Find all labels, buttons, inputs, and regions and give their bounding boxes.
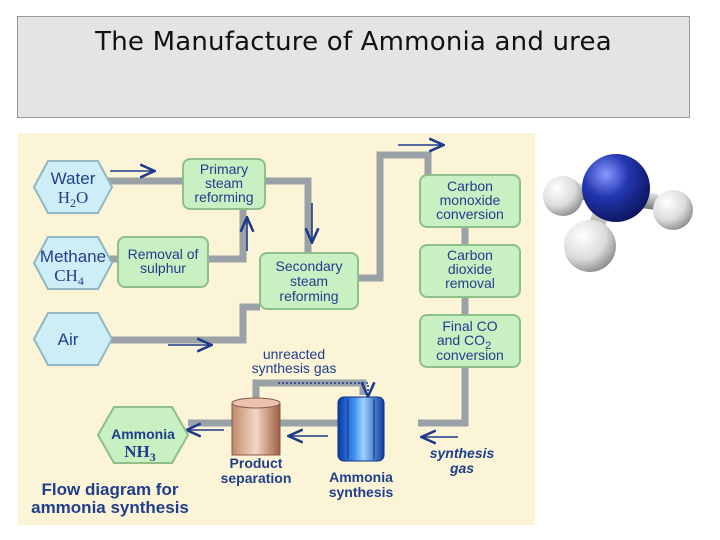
box-primary-reforming: Primary steam reforming: [182, 158, 266, 210]
svg-text:reforming: reforming: [279, 288, 338, 304]
pipe-primary-secondary: [265, 177, 312, 253]
svg-text:Final CO: Final CO: [442, 318, 497, 334]
ammonia-label: Ammonia: [111, 426, 175, 442]
svg-text:monoxide: monoxide: [440, 192, 501, 208]
title-box: The Manufacture of Ammonia and urea: [17, 16, 690, 118]
svg-text:reforming: reforming: [194, 189, 253, 205]
box-co2-removal: Carbon dioxide removal: [419, 244, 521, 298]
svg-text:Carbon: Carbon: [447, 178, 493, 194]
flow-diagram: Water H2O Methane CH4 Air Primary steam …: [18, 133, 535, 525]
pipe-air-secondary: [98, 303, 260, 344]
caption-line-1: Flow diagram for: [42, 480, 179, 499]
synthesis-label-2: synthesis: [329, 484, 394, 500]
hex-methane: Methane CH4: [32, 236, 114, 290]
caption-line-2: ammonia synthesis: [31, 498, 189, 517]
box-final-conversion: Final CO and CO2 conversion: [419, 314, 521, 368]
pipe-final-down: [418, 365, 469, 427]
arrow-recycle: [278, 382, 368, 395]
ammonia-formula: NH3: [124, 442, 156, 464]
svg-text:conversion: conversion: [436, 347, 504, 363]
svg-text:removal: removal: [445, 275, 495, 291]
separation-label-2: separation: [221, 470, 292, 486]
box-co-conversion: Carbon monoxide conversion: [419, 174, 521, 228]
pipe-sulphur-primary: [208, 205, 247, 263]
svg-text:steam: steam: [205, 175, 243, 191]
methane-formula: CH4: [54, 266, 84, 288]
air-label: Air: [58, 330, 79, 349]
svg-text:Primary: Primary: [200, 161, 248, 177]
slide-title: The Manufacture of Ammonia and urea: [95, 27, 612, 57]
svg-text:Secondary: Secondary: [276, 258, 343, 274]
water-label: Water: [51, 169, 96, 188]
svg-text:conversion: conversion: [436, 206, 504, 222]
unreacted-label-1: unreacted: [263, 346, 325, 362]
box-sulphur-removal: Removal of sulphur: [117, 236, 209, 288]
svg-text:sulphur: sulphur: [140, 260, 186, 276]
pipe-secondary-riser: [358, 151, 432, 282]
svg-text:Removal of: Removal of: [128, 246, 199, 262]
synthesis-label-1: Ammonia: [329, 469, 393, 485]
synthesis-gas-label-2: gas: [449, 460, 474, 476]
ammonia-synthesis-reactor: [337, 396, 385, 462]
synthesis-gas-label-1: synthesis: [430, 445, 495, 461]
methane-label: Methane: [40, 247, 106, 266]
svg-text:Carbon: Carbon: [447, 247, 493, 263]
separation-label-1: Product: [230, 455, 283, 471]
product-separation-vessel: [231, 397, 281, 456]
final-co2-line: and CO2: [437, 332, 491, 352]
flow-arrows: [110, 145, 458, 437]
ammonia-molecule-model-icon: [538, 148, 698, 278]
hex-air: Air: [32, 312, 114, 366]
svg-text:steam: steam: [290, 273, 328, 289]
unreacted-label-2: synthesis gas: [252, 360, 337, 376]
hex-ammonia: Ammonia NH3: [96, 406, 190, 464]
box-secondary-reforming: Secondary steam reforming: [259, 252, 359, 310]
svg-text:dioxide: dioxide: [448, 261, 493, 277]
pipes: [98, 151, 469, 427]
flow-diagram-canvas: Water H2O Methane CH4 Air Primary steam …: [31, 133, 521, 517]
water-formula: H2O: [58, 188, 89, 210]
hex-water: Water H2O: [32, 160, 114, 214]
